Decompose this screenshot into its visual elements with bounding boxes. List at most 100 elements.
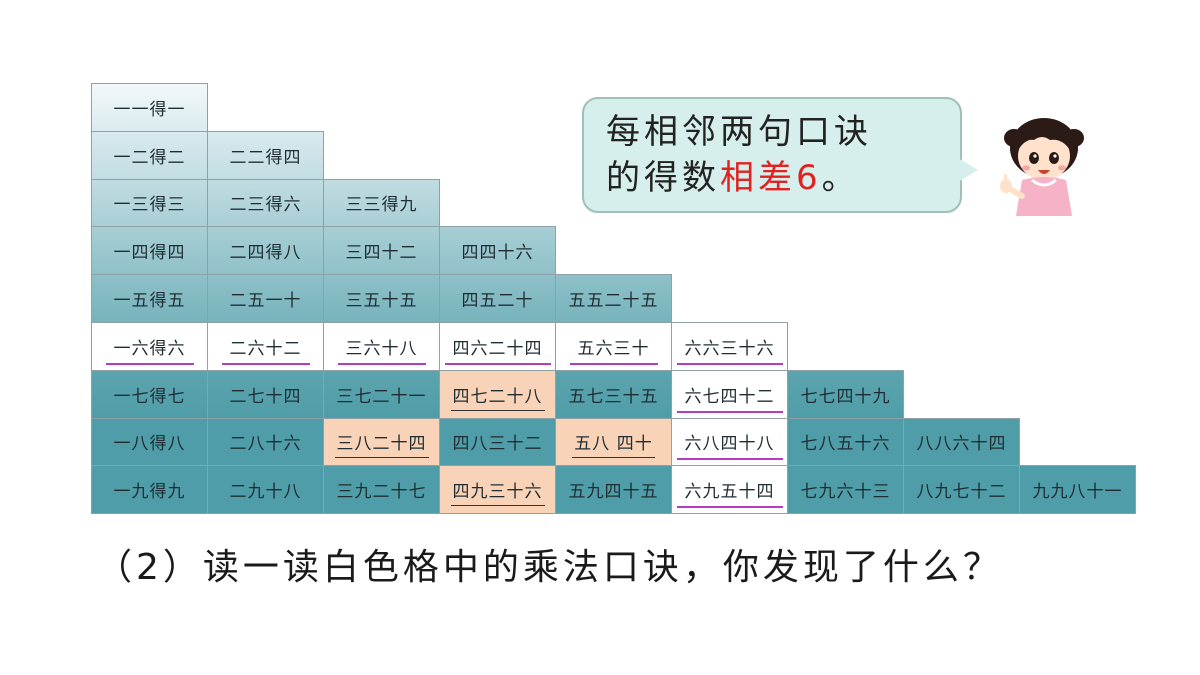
table-cell-text: 六六三十六 (676, 334, 783, 365)
speech-bubble: 每相邻两句口诀 的得数相差6。 (582, 97, 962, 213)
table-cell: 一六得六 (91, 322, 208, 371)
table-cell: 一七得七 (91, 369, 208, 419)
table-cell-text: 三六十八 (337, 334, 426, 365)
table-cell: 三六十八 (323, 322, 440, 371)
multiplication-table: 一一得一一二得二 二二得四一三得三 二三得六 三三得九一四得四 二四得八 三四十二 四四十六… (91, 83, 1136, 515)
table-cell: 四九三十六 (439, 465, 556, 515)
table-cell: 一五得五 (91, 274, 208, 323)
table-cell: 五八 四十 (555, 417, 672, 467)
table-cell: 二八十六 (207, 417, 324, 467)
table-cell-text: 八八六十四 (916, 434, 1007, 455)
table-cell: 七八五十六 (787, 417, 904, 467)
table-cell-text: 五九四十五 (568, 482, 659, 503)
table-cell: 二四得八 (207, 226, 324, 276)
table-cell-text: 三五十五 (345, 291, 418, 312)
table-cell-text: 二五一十 (229, 291, 302, 312)
table-cell: 四八三十二 (439, 417, 556, 467)
table-cell-text: 四九三十六 (450, 477, 545, 507)
table-cell: 四七二十八 (439, 369, 556, 419)
speech-bubble-tail (958, 158, 978, 182)
table-cell-text: 七七四十九 (800, 386, 891, 407)
table-cell: 五六三十 (555, 322, 672, 371)
table-cell: 二五一十 (207, 274, 324, 323)
table-cell-text: 三三得九 (345, 195, 418, 216)
table-cell: 二六十二 (207, 322, 324, 371)
table-cell: 二九十八 (207, 465, 324, 515)
table-cell: 六六三十六 (671, 322, 788, 371)
table-cell-text: 二四得八 (229, 243, 302, 264)
table-cell: 三九二十七 (323, 465, 440, 515)
table-cell-text: 五七三十五 (568, 386, 659, 407)
question-text: （2）读一读白色格中的乘法口诀，你发现了什么？ (96, 547, 1003, 588)
table-cell: 九九八十一 (1019, 465, 1136, 515)
table-cell: 二七十四 (207, 369, 324, 419)
bubble-line-1: 每相邻两句口诀 (606, 112, 872, 152)
table-cell-text: 六七四十二 (676, 382, 783, 413)
table-cell-text: 二八十六 (229, 434, 302, 455)
table-cell: 七九六十三 (787, 465, 904, 515)
table-cell-text: 一七得七 (113, 386, 186, 407)
table-cell-text: 四八三十二 (452, 434, 543, 455)
table-cell-text: 一五得五 (113, 291, 186, 312)
table-cell: 一八得八 (91, 417, 208, 467)
table-cell-text: 七九六十三 (800, 482, 891, 503)
table-cell: 五五二十五 (555, 274, 672, 323)
table-cell-text: 二三得六 (229, 195, 302, 216)
table-cell: 六八四十八 (671, 417, 788, 467)
table-cell-text: 五六三十 (569, 334, 658, 365)
bubble-highlight: 相差6 (720, 158, 822, 198)
table-cell: 三四十二 (323, 226, 440, 276)
table-cell: 四六二十四 (439, 322, 556, 371)
table-cell: 一三得三 (91, 178, 208, 228)
table-cell: 八八六十四 (903, 417, 1020, 467)
table-cell-text: 八九七十二 (916, 482, 1007, 503)
table-cell-text: 二七十四 (229, 386, 302, 407)
girl-avatar-icon (1000, 118, 1084, 216)
table-cell: 三三得九 (323, 178, 440, 228)
table-cell-text: 二六十二 (221, 334, 310, 365)
table-cell-text: 一八得八 (113, 434, 186, 455)
table-cell: 六九五十四 (671, 465, 788, 515)
table-cell: 三八二十四 (323, 417, 440, 467)
table-cell-text: 一六得六 (105, 334, 194, 365)
table-cell: 五九四十五 (555, 465, 672, 515)
table-cell-text: 六九五十四 (676, 477, 783, 509)
table-cell-text: 一三得三 (113, 195, 186, 216)
bubble-line-2: 的得数相差6。 (606, 155, 942, 201)
table-cell-text: 四六二十四 (444, 334, 551, 365)
table-cell: 三五十五 (323, 274, 440, 323)
table-cell-text: 四七二十八 (450, 382, 545, 411)
table-cell: 一四得四 (91, 226, 208, 276)
table-cell-text: 五八 四十 (572, 429, 656, 459)
table-cell: 四四十六 (439, 226, 556, 276)
table-cell-text: 三七二十一 (336, 386, 427, 407)
table-cell-text: 四四十六 (461, 243, 534, 264)
table-cell-text: 二二得四 (229, 147, 302, 168)
bubble-line-2-prefix: 的得数 (606, 158, 720, 198)
table-cell-text: 一九得九 (113, 482, 186, 503)
table-cell-text: 二九十八 (229, 482, 302, 503)
table-cell-text: 六八四十八 (676, 429, 783, 461)
table-cell-text: 五五二十五 (568, 291, 659, 312)
table-cell-text: 一二得二 (113, 147, 186, 168)
table-cell-text: 一四得四 (113, 243, 186, 264)
table-cell: 八九七十二 (903, 465, 1020, 515)
table-cell: 二二得四 (207, 130, 324, 180)
table-cell: 二三得六 (207, 178, 324, 228)
table-cell: 三七二十一 (323, 369, 440, 419)
table-cell-text: 三九二十七 (336, 482, 427, 503)
table-cell-text: 九九八十一 (1032, 482, 1123, 503)
table-cell: 五七三十五 (555, 369, 672, 419)
table-cell: 四五二十 (439, 274, 556, 323)
table-cell: 一一得一 (91, 83, 208, 132)
table-cell-text: 七八五十六 (800, 434, 891, 455)
table-cell: 六七四十二 (671, 369, 788, 419)
table-cell-text: 一一得一 (113, 99, 186, 120)
bubble-line-2-suffix: 。 (821, 158, 860, 198)
table-cell-text: 三四十二 (345, 243, 418, 264)
table-cell: 一九得九 (91, 465, 208, 515)
table-cell: 一二得二 (91, 130, 208, 180)
table-cell-text: 四五二十 (461, 291, 534, 312)
table-cell-text: 三八二十四 (334, 429, 429, 459)
table-cell: 七七四十九 (787, 369, 904, 419)
